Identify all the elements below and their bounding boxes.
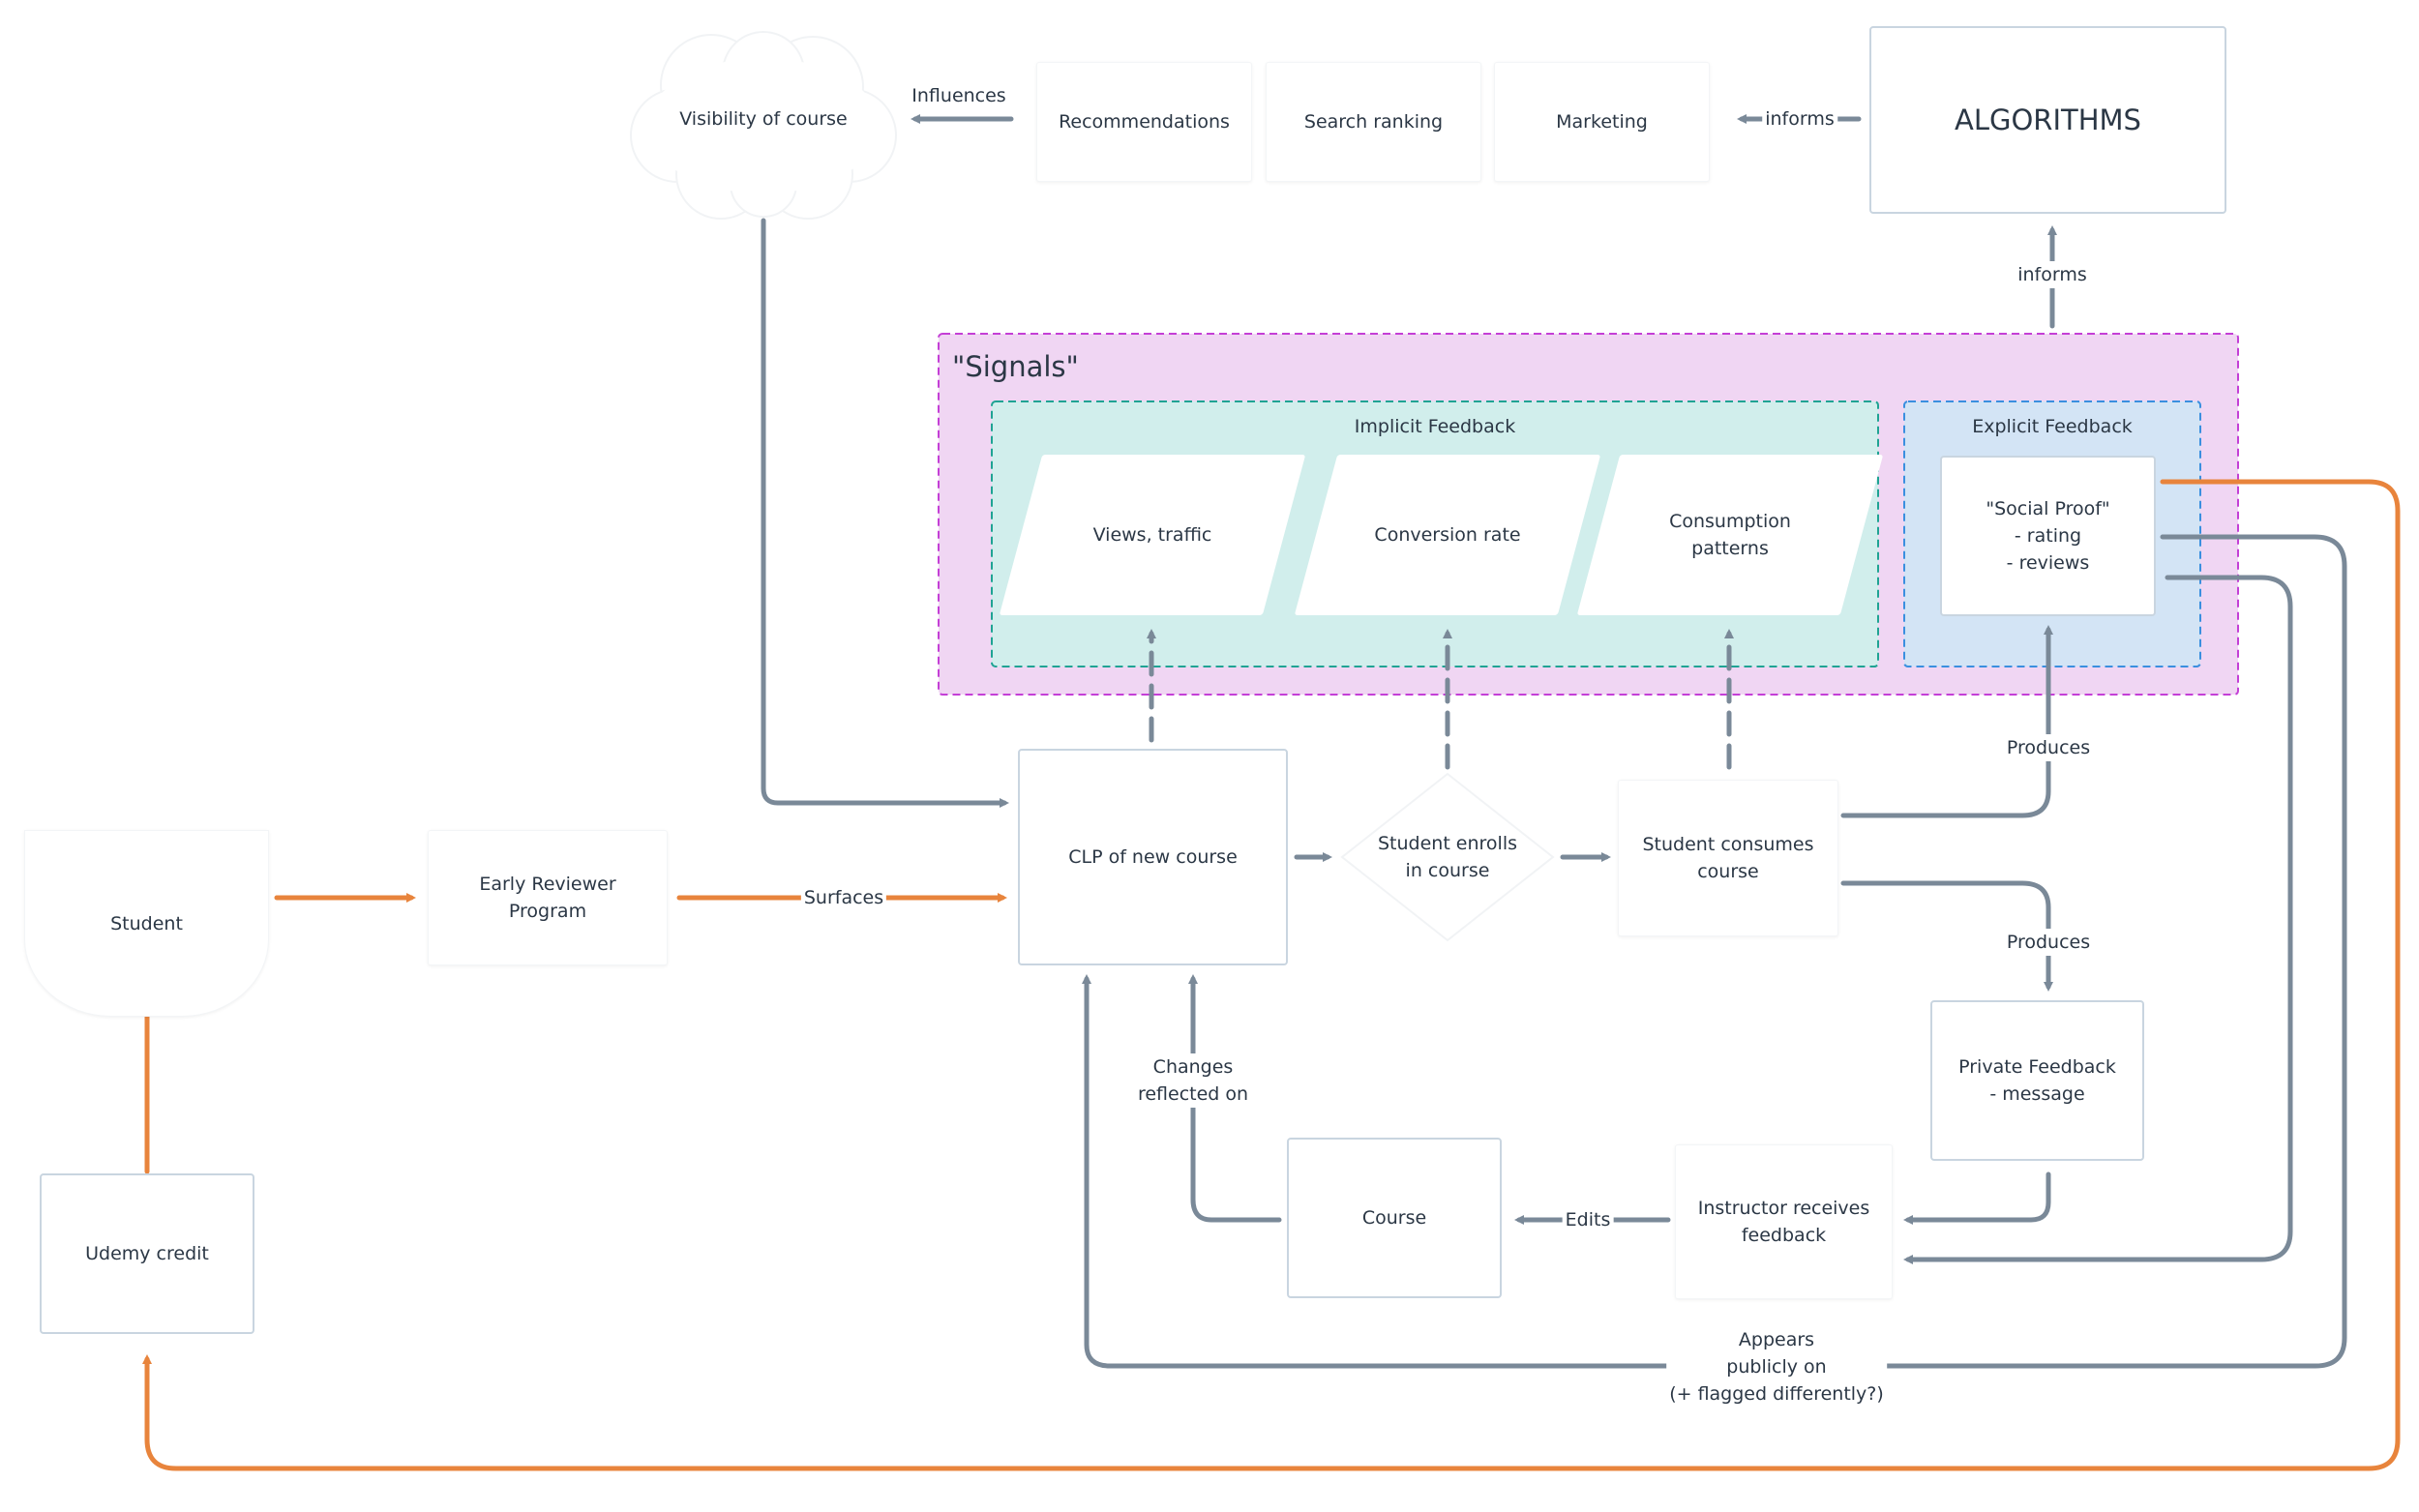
student-consumes-node[interactable]: Student consumes course — [1618, 780, 1838, 936]
visibility-of-course-text: Visibility of course — [679, 108, 848, 130]
marketing-node[interactable]: Marketing — [1494, 62, 1710, 182]
produces-up-label: Produces — [2003, 734, 2094, 761]
social-proof-to-instructor-arrow — [1903, 575, 2293, 1264]
student-text: Student — [110, 912, 183, 934]
algorithms-text: ALGORITHMS — [1955, 104, 2141, 136]
informs-left-label: informs — [1762, 105, 1837, 133]
instructor-receives-feedback-text: Instructor receives feedback — [1697, 1198, 1870, 1246]
explicit-feedback-title: Explicit Feedback — [1972, 416, 2133, 437]
clp-text: CLP of new course — [1068, 846, 1238, 868]
conversion-rate-text: Conversion rate — [1374, 524, 1521, 546]
visibility-cloud-shape — [630, 31, 897, 220]
produces-down-label: Produces — [2003, 929, 2094, 956]
student-consumes-text: Student consumes course — [1642, 834, 1814, 882]
views-traffic-node[interactable]: Views, traffic — [999, 455, 1306, 615]
udemy-credit-text: Udemy credit — [85, 1243, 209, 1264]
student-enrolls-text: Student enrolls in course — [1377, 833, 1518, 881]
produces-social-proof-arrow — [1840, 625, 2053, 818]
consumption-patterns-text: Consumption patterns — [1669, 511, 1791, 559]
enroll-decision-shape — [1340, 772, 1555, 942]
recommendations-node[interactable]: Recommendations — [1036, 62, 1252, 182]
search-ranking-node[interactable]: Search ranking — [1266, 62, 1481, 182]
instructor-receives-feedback-node[interactable]: Instructor receives feedback — [1675, 1144, 1893, 1299]
recommendations-text: Recommendations — [1059, 111, 1230, 133]
udemy-credit-node[interactable]: Udemy credit — [40, 1173, 254, 1334]
course-node[interactable]: Course — [1287, 1138, 1502, 1298]
conversion-rate-node[interactable]: Conversion rate — [1294, 455, 1601, 615]
marketing-text: Marketing — [1556, 111, 1648, 133]
social-proof-to-credit-arrow — [142, 479, 2401, 1471]
consumption-patterns-node[interactable]: Consumption patterns — [1576, 455, 1884, 615]
social-proof-node[interactable]: "Social Proof" - rating - reviews — [1940, 456, 2156, 616]
student-enrolls-node[interactable]: Student enrolls in course — [1355, 822, 1540, 892]
signals-title: "Signals" — [952, 350, 1079, 383]
private-to-instructor-arrow — [1903, 1171, 2051, 1225]
produces-private-feedback-arrow — [1840, 880, 2053, 992]
search-ranking-text: Search ranking — [1303, 111, 1444, 133]
social-proof-text: "Social Proof" - rating - reviews — [1986, 498, 2110, 574]
edits-label: Edits — [1562, 1206, 1614, 1233]
student-node[interactable]: Student — [24, 830, 269, 1017]
early-reviewer-program-text: Early Reviewer Program — [479, 874, 616, 922]
visibility-of-course-node[interactable]: Visibility of course — [639, 95, 888, 143]
informs-up-label: informs — [2015, 261, 2090, 288]
algorithms-node[interactable]: ALGORITHMS — [1869, 26, 2226, 214]
clp-node[interactable]: CLP of new course — [1018, 749, 1288, 965]
early-reviewer-program-node[interactable]: Early Reviewer Program — [428, 830, 668, 965]
changes-reflected-label: Changes reflected on — [1134, 1053, 1252, 1108]
course-text: Course — [1361, 1207, 1427, 1229]
appears-publicly-label: Appears publicly on (+ flagged different… — [1666, 1326, 1887, 1408]
changes-reflected-arrow — [1188, 974, 1282, 1223]
appears-publicly-connector — [1874, 534, 2347, 1369]
appears-publicly-arrow — [1082, 974, 1680, 1369]
surfaces-label: Surfaces — [800, 884, 887, 911]
private-feedback-text: Private Feedback - message — [1958, 1056, 2116, 1105]
private-feedback-node[interactable]: Private Feedback - message — [1930, 1000, 2144, 1161]
views-traffic-text: Views, traffic — [1092, 524, 1212, 546]
visibility-to-clp-arrow — [761, 218, 1009, 808]
influences-label: Influences — [911, 85, 1006, 106]
implicit-feedback-title: Implicit Feedback — [1354, 416, 1516, 437]
